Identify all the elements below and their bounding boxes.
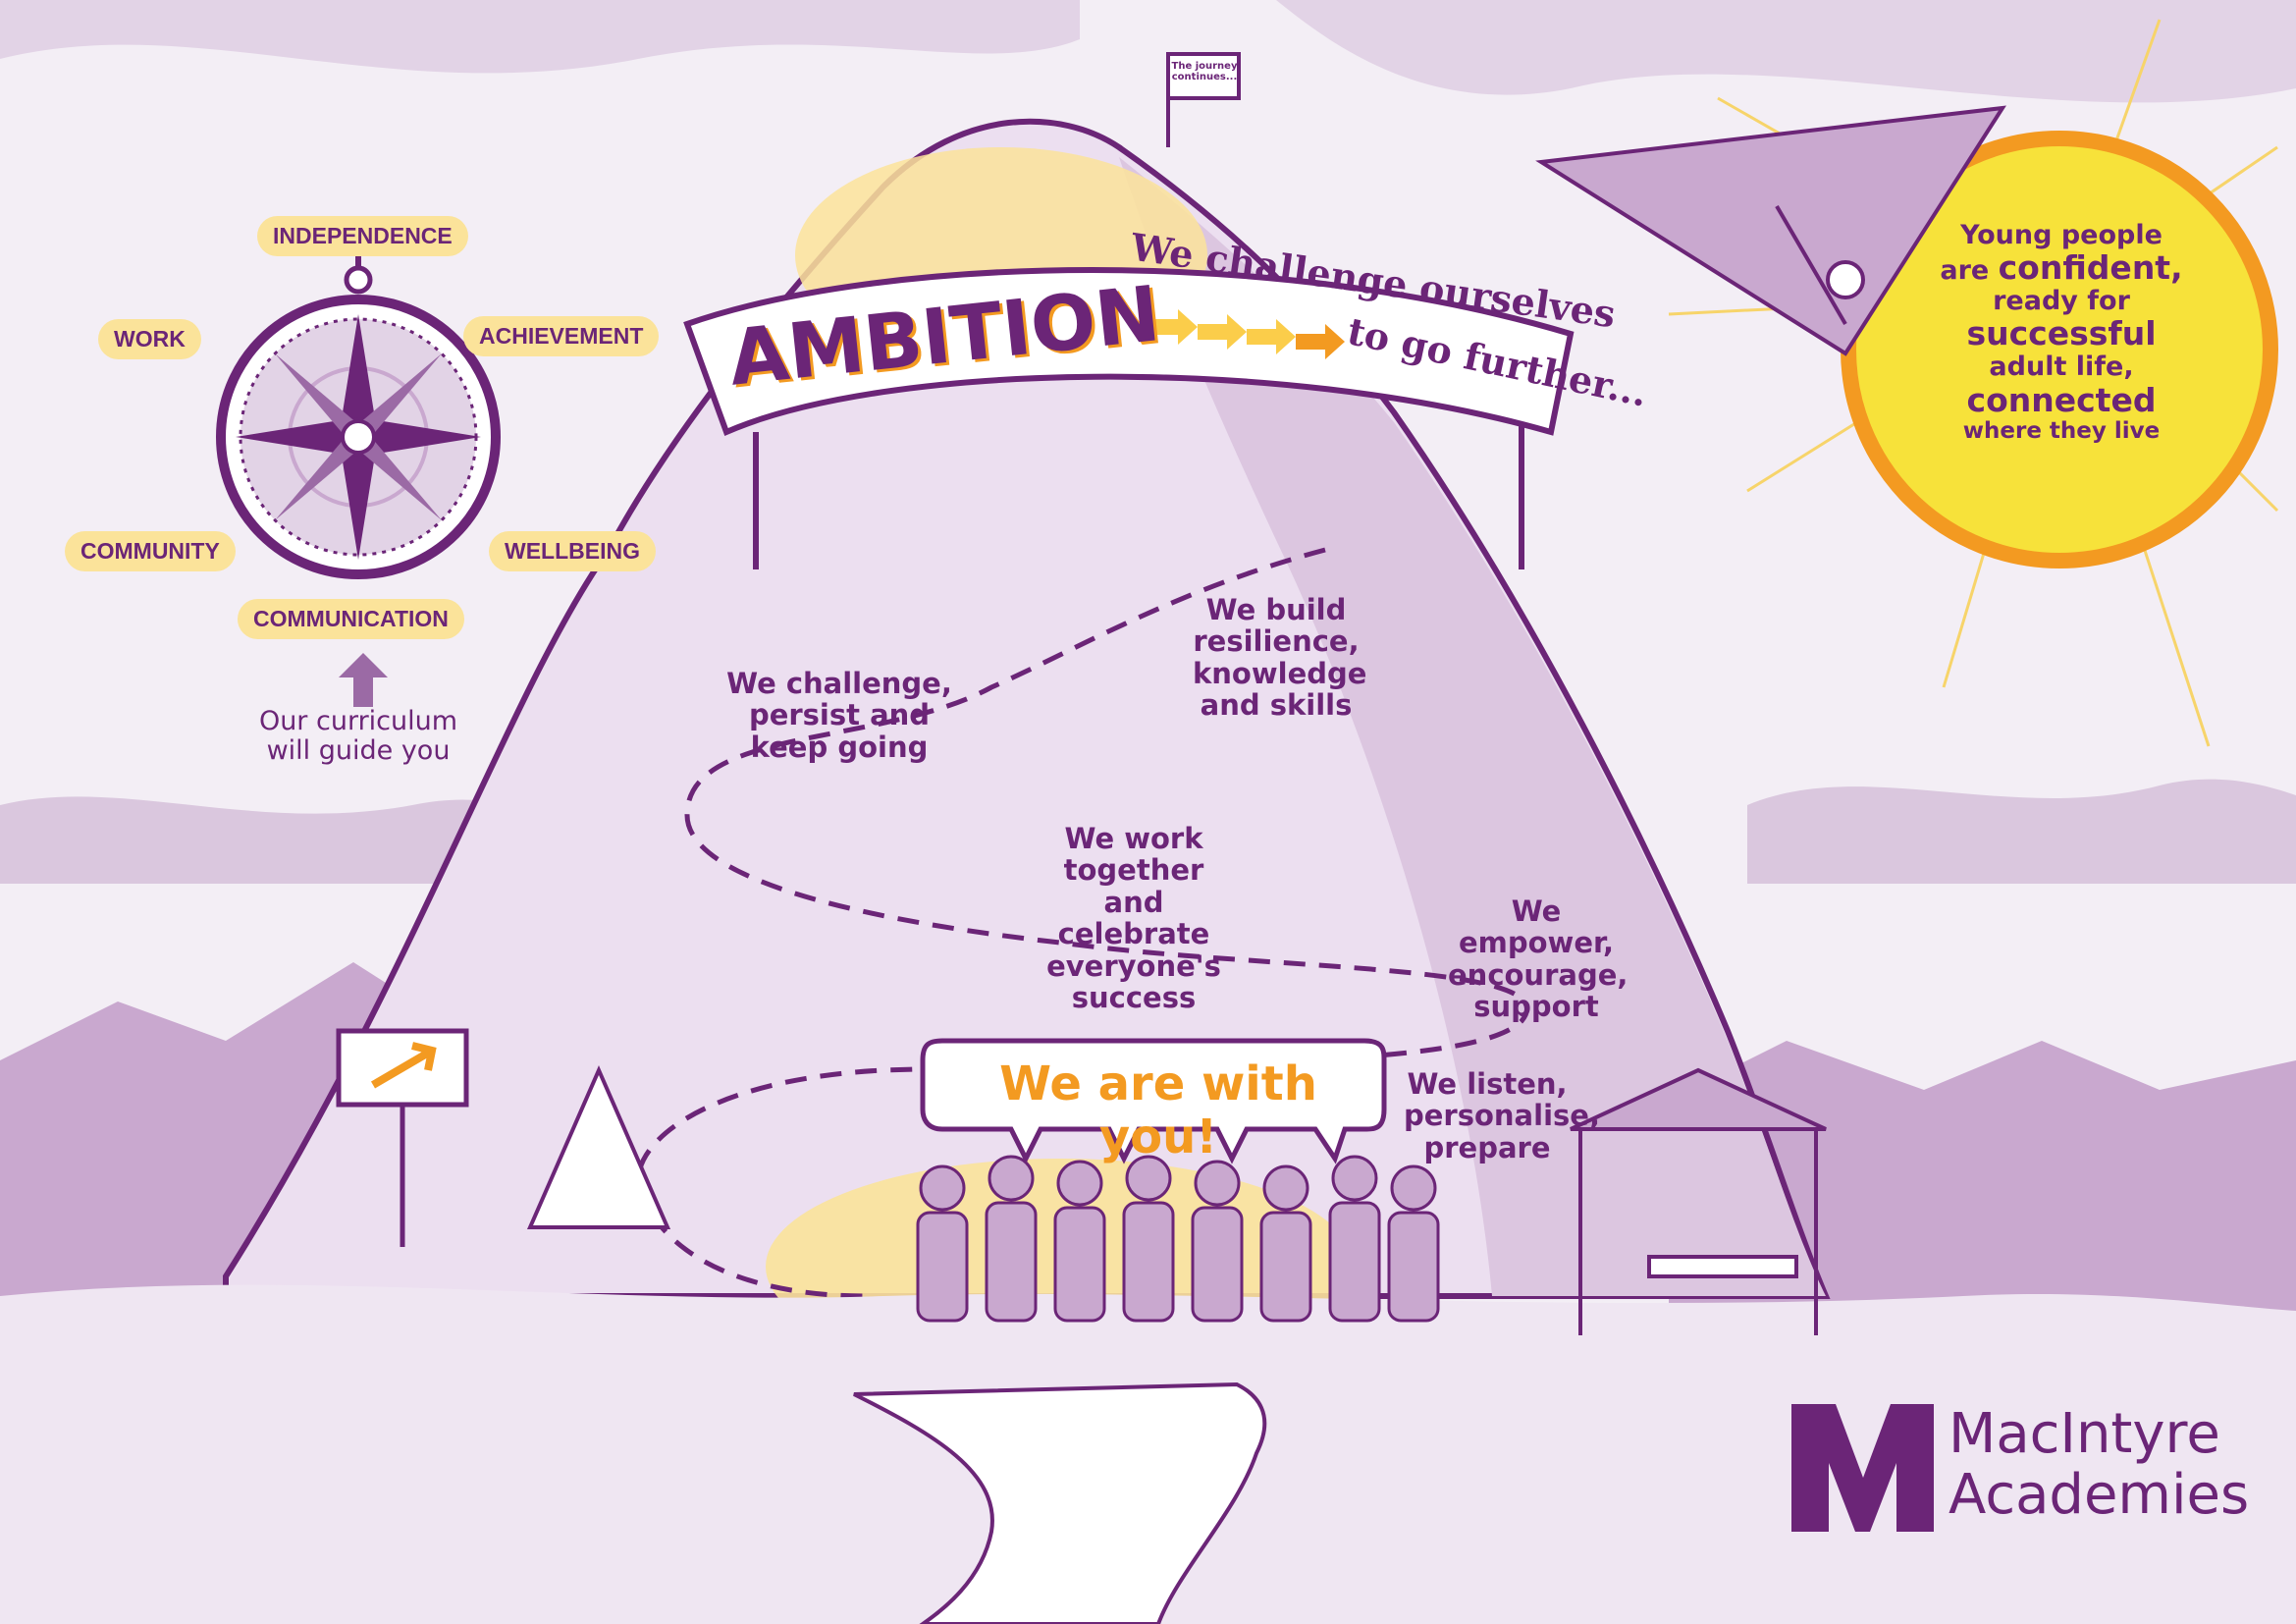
- statement-together: We work together and celebrate everyone'…: [1046, 822, 1221, 1015]
- cloud-band: [1276, 0, 2296, 103]
- crowd: [916, 1155, 1440, 1323]
- signpost: [336, 1028, 469, 1247]
- summit-flag: [1166, 52, 1241, 147]
- tent: [526, 1065, 671, 1229]
- compass-icon: [216, 245, 501, 579]
- logo-text: MacIntyre Academies: [1949, 1402, 2250, 1527]
- compass-label-communication: COMMUNICATION: [238, 599, 464, 639]
- winding-path: [635, 547, 1529, 1299]
- statement-build: We build resilience, knowledge and skill…: [1193, 593, 1367, 723]
- compass-label-independence: INDEPENDENCE: [257, 216, 468, 256]
- sun-text: Young people are confident, ready for su…: [1940, 220, 2183, 444]
- sun-icon: [1668, 19, 2279, 747]
- banner-arrows-icon: [1148, 309, 1345, 359]
- statement-challenge: We challenge, persist and keep going: [726, 667, 952, 764]
- summit-flag-text: The journey continues...: [1171, 61, 1238, 83]
- statement-listen: We listen, personalise, prepare: [1404, 1067, 1600, 1164]
- statement-empower: We empower, encourage, support: [1448, 894, 1629, 1024]
- mountain: [223, 118, 1831, 1299]
- speech-bubble-text: We are with you!: [999, 1056, 1317, 1164]
- up-arrow-icon: [339, 653, 388, 707]
- logo-m-icon: [1791, 1404, 1934, 1532]
- cloud-band: [1747, 779, 2296, 884]
- compass-label-work: WORK: [98, 319, 201, 359]
- hang-glider-icon: [1535, 105, 2006, 356]
- cloud-band: [0, 796, 589, 884]
- ambition-banner: [683, 267, 1575, 569]
- cloud-band: [0, 0, 1080, 74]
- gazebo: [1570, 1067, 1827, 1335]
- compass-caption: Our curriculum will guide you: [258, 706, 458, 767]
- mountain-shade: [1119, 157, 1826, 1296]
- speech-bubble: [920, 1038, 1387, 1164]
- compass-label-achievement: ACHIEVEMENT: [463, 316, 660, 356]
- compass-label-wellbeing: WELLBEING: [489, 531, 656, 571]
- compass-label-community: COMMUNITY: [65, 531, 236, 571]
